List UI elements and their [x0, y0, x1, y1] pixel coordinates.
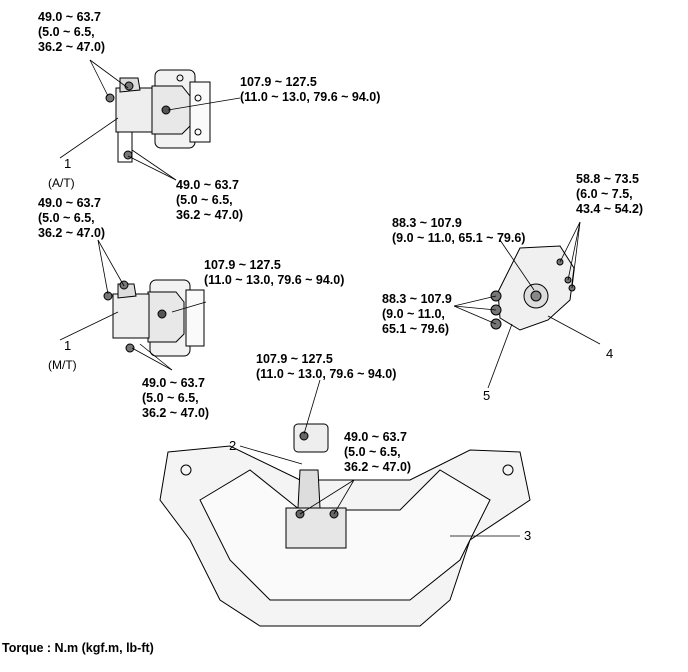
torque-nm: 49.0 ~ 63.7 — [176, 178, 239, 192]
roll-rod-lower-torque-label: 49.0 ~ 63.7 (5.0 ~ 6.5, 36.2 ~ 47.0) — [344, 430, 411, 475]
bracket-center-torque-label: 88.3 ~ 107.9 (9.0 ~ 11.0, 65.1 ~ 79.6) — [392, 216, 525, 246]
torque-kgfm: (5.0 ~ 6.5, — [38, 25, 95, 39]
roll-rod-upper-torque-label: 107.9 ~ 127.5 (11.0 ~ 13.0, 79.6 ~ 94.0) — [256, 352, 396, 382]
torque-nm: 107.9 ~ 127.5 — [204, 258, 281, 272]
torque-nm: 49.0 ~ 63.7 — [344, 430, 407, 444]
at-upper-torque-label: 49.0 ~ 63.7 (5.0 ~ 6.5, 36.2 ~ 47.0) — [38, 10, 105, 55]
torque-kgfm-lbft: (9.0 ~ 11.0, 65.1 ~ 79.6) — [392, 231, 526, 245]
torque-nm: 88.3 ~ 107.9 — [392, 216, 462, 230]
mt-mount-drawing — [59, 239, 207, 371]
mt-upper-torque-label: 49.0 ~ 63.7 (5.0 ~ 6.5, 36.2 ~ 47.0) — [38, 196, 105, 241]
callout-3: 3 — [524, 528, 532, 543]
torque-kgfm-lbft: (11.0 ~ 13.0, 79.6 ~ 94.0) — [256, 367, 397, 381]
torque-kgfm: (6.0 ~ 7.5, — [576, 187, 633, 201]
torque-lbft: 36.2 ~ 47.0) — [38, 40, 106, 54]
torque-lbft: 36.2 ~ 47.0) — [38, 226, 106, 240]
torque-kgfm: (9.0 ~ 11.0, — [382, 307, 445, 321]
torque-nm: 88.3 ~ 107.9 — [382, 292, 452, 306]
torque-kgfm: (5.0 ~ 6.5, — [142, 391, 199, 405]
mt-center-torque-label: 107.9 ~ 127.5 (11.0 ~ 13.0, 79.6 ~ 94.0) — [204, 258, 344, 288]
torque-lbft: 43.4 ~ 54.2) — [576, 202, 644, 216]
at-variant-label: (A/T) — [48, 176, 75, 190]
torque-nm: 107.9 ~ 127.5 — [256, 352, 333, 366]
mt-lower-torque-label: 49.0 ~ 63.7 (5.0 ~ 6.5, 36.2 ~ 47.0) — [142, 376, 209, 421]
callout-2: 2 — [229, 438, 237, 453]
callout-1-mt: 1 — [64, 338, 72, 353]
bracket-top-torque-label: 58.8 ~ 73.5 (6.0 ~ 7.5, 43.4 ~ 54.2) — [576, 172, 643, 217]
callout-4: 4 — [606, 346, 614, 361]
callout-5: 5 — [483, 388, 491, 403]
torque-kgfm-lbft: (11.0 ~ 13.0, 79.6 ~ 94.0) — [204, 273, 345, 287]
callout-1-at: 1 — [64, 156, 72, 171]
torque-nm: 58.8 ~ 73.5 — [576, 172, 639, 186]
torque-lbft: 65.1 ~ 79.6) — [382, 322, 450, 336]
torque-lbft: 36.2 ~ 47.0) — [344, 460, 412, 474]
torque-nm: 49.0 ~ 63.7 — [38, 10, 101, 24]
torque-nm: 49.0 ~ 63.7 — [38, 196, 101, 210]
torque-lbft: 36.2 ~ 47.0) — [142, 406, 210, 420]
torque-nm: 107.9 ~ 127.5 — [240, 75, 317, 89]
subframe-drawing — [159, 379, 531, 627]
torque-nm: 49.0 ~ 63.7 — [142, 376, 205, 390]
at-center-torque-label: 107.9 ~ 127.5 (11.0 ~ 13.0, 79.6 ~ 94.0) — [240, 75, 380, 105]
engine-bracket-drawing — [453, 221, 601, 389]
torque-kgfm: (5.0 ~ 6.5, — [344, 445, 401, 459]
torque-unit-footnote: Torque : N.m (kgf.m, lb-ft) — [2, 641, 154, 655]
at-mount-drawing — [59, 59, 241, 181]
mt-variant-label: (M/T) — [48, 358, 77, 372]
torque-kgfm: (5.0 ~ 6.5, — [38, 211, 95, 225]
torque-lbft: 36.2 ~ 47.0) — [176, 208, 244, 222]
at-lower-torque-label: 49.0 ~ 63.7 (5.0 ~ 6.5, 36.2 ~ 47.0) — [176, 178, 243, 223]
bracket-left-torque-label: 88.3 ~ 107.9 (9.0 ~ 11.0, 65.1 ~ 79.6) — [382, 292, 452, 337]
torque-kgfm: (5.0 ~ 6.5, — [176, 193, 233, 207]
torque-kgfm-lbft: (11.0 ~ 13.0, 79.6 ~ 94.0) — [240, 90, 381, 104]
